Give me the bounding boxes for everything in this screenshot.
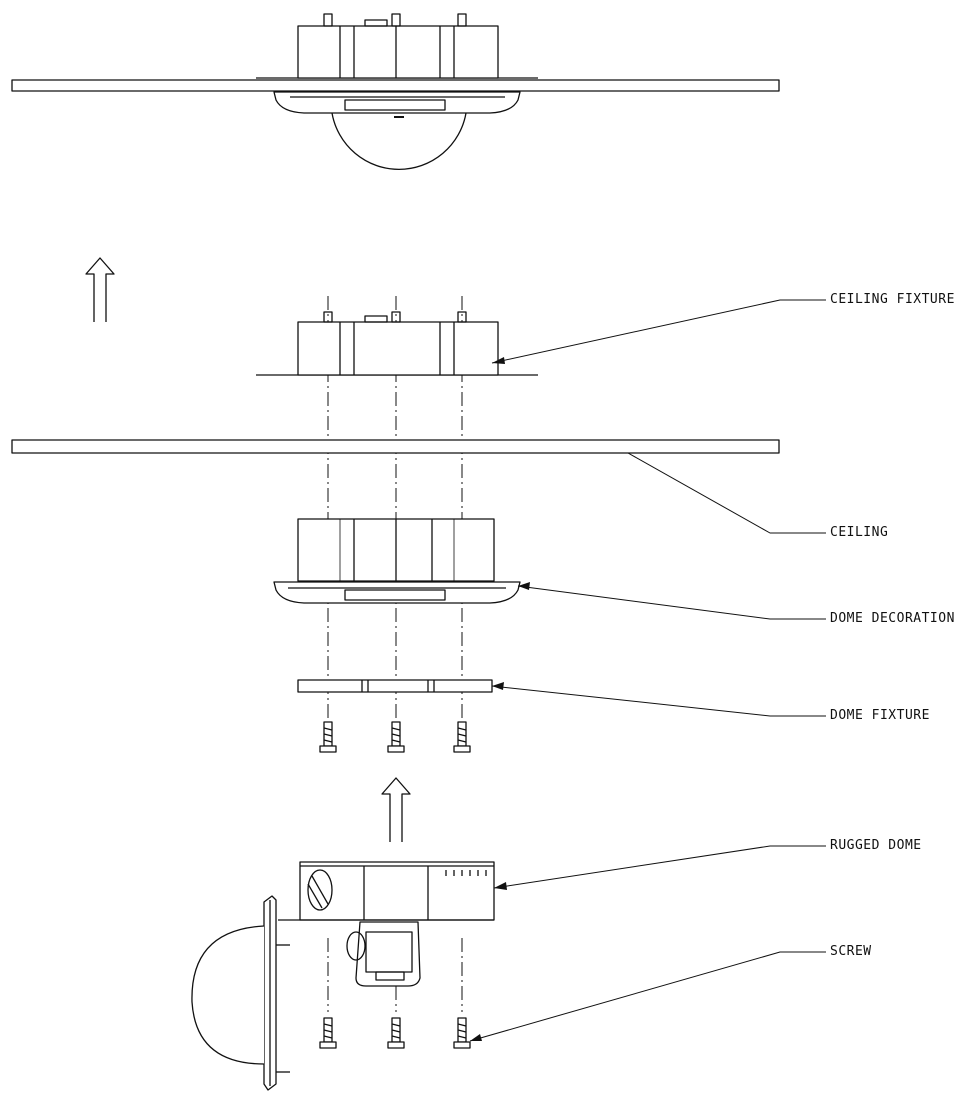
dome-fixture-part: [297, 679, 493, 693]
leader-rugged-dome: [493, 845, 826, 889]
up-double-arrow-icon: [85, 257, 115, 322]
fixture-screws: [319, 721, 471, 753]
label-ceiling-fixture: CEILING FIXTURE: [830, 292, 955, 307]
label-dome-decoration: DOME DECORATION: [830, 611, 955, 626]
label-dome-fixture: DOME FIXTURE: [830, 708, 930, 723]
label-rugged-dome: RUGGED DOME: [830, 838, 922, 853]
screw-icon: [319, 721, 337, 753]
leader-ceiling: [627, 452, 826, 534]
screw-icon: [453, 1017, 471, 1049]
screw-icon: [387, 1017, 405, 1049]
leader-ceiling-fixture: [491, 299, 826, 364]
rugged-dome-part: [191, 861, 495, 1091]
assembled-ceiling-plate: [11, 79, 780, 92]
screw-icon: [453, 721, 471, 753]
screw-icon: [387, 721, 405, 753]
assembled-dome-decoration: [273, 91, 521, 114]
up-double-arrow-icon: [381, 777, 411, 842]
assembled-ceiling-fixture: [256, 13, 538, 79]
ceiling-fixture-part: [256, 311, 538, 376]
dome-decoration-part: [273, 518, 521, 604]
assembled-view: [11, 13, 780, 171]
ceiling-plate: [11, 439, 780, 454]
leader-lines: [469, 299, 826, 1042]
label-ceiling: CEILING: [830, 525, 889, 540]
leader-dome-decoration: [517, 585, 826, 620]
leader-screw: [469, 951, 826, 1042]
leader-arrowheads: [470, 357, 530, 1041]
assembled-camera-dome: [331, 112, 467, 171]
label-screw: SCREW: [830, 944, 872, 959]
rugged-dome-screws: [319, 1017, 471, 1049]
leader-dome-fixture: [491, 685, 826, 717]
screw-icon: [319, 1017, 337, 1049]
